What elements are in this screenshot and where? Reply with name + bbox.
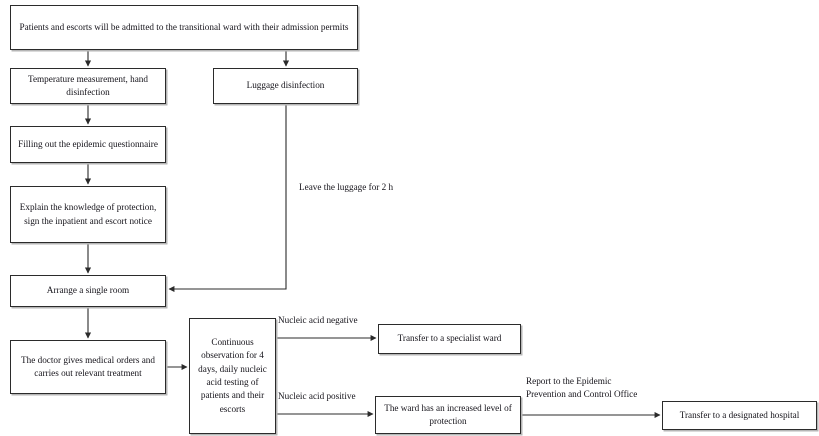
node-arrange-single-room[interactable]: Arrange a single room bbox=[10, 275, 166, 307]
node-specialist-ward[interactable]: Transfer to a specialist ward bbox=[378, 324, 521, 354]
edge-label-leave-luggage: Leave the luggage for 2 h bbox=[299, 182, 394, 192]
node-epidemic-questionnaire[interactable]: Filling out the epidemic questionnaire bbox=[10, 126, 166, 163]
node-admission[interactable]: Patients and escorts will be admitted to… bbox=[10, 5, 358, 50]
node-luggage-disinfection[interactable]: Luggage disinfection bbox=[213, 68, 358, 104]
node-continuous-observation-label: Continuous observation for 4 days, daily… bbox=[198, 336, 267, 414]
node-increased-protection[interactable]: The ward has an increased level of prote… bbox=[375, 396, 521, 434]
node-designated-hospital-label: Transfer to a designated hospital bbox=[679, 409, 800, 420]
node-specialist-ward-label: Transfer to a specialist ward bbox=[397, 333, 502, 344]
node-designated-hospital[interactable]: Transfer to a designated hospital bbox=[662, 401, 817, 430]
node-explain-protection-label: Explain the knowledge of protection, sig… bbox=[19, 202, 157, 226]
node-increased-protection-label: The ward has an increased level of prote… bbox=[384, 402, 512, 426]
node-luggage-disinfection-label: Luggage disinfection bbox=[246, 80, 325, 91]
node-doctor-medical-orders-label: The doctor gives medical orders and carr… bbox=[21, 354, 155, 378]
edge-luggage-to-single-room bbox=[168, 104, 287, 293]
node-doctor-medical-orders[interactable]: The doctor gives medical orders and carr… bbox=[10, 340, 166, 394]
edge-label-nucleic-acid-negative: Nucleic acid negative bbox=[278, 315, 358, 325]
node-explain-protection[interactable]: Explain the knowledge of protection, sig… bbox=[10, 186, 166, 243]
edge-label-report-to-epidemic-office: Report to the Epidemic Prevention and Co… bbox=[526, 376, 638, 399]
node-temperature-measurement-label: Temperature measurement, hand disinfecti… bbox=[27, 73, 148, 97]
edge-label-nucleic-acid-positive: Nucleic acid positive bbox=[278, 391, 356, 401]
node-admission-label: Patients and escorts will be admitted to… bbox=[19, 21, 349, 32]
node-epidemic-questionnaire-label: Filling out the epidemic questionnaire bbox=[18, 138, 158, 149]
node-temperature-measurement[interactable]: Temperature measurement, hand disinfecti… bbox=[10, 68, 166, 104]
node-arrange-single-room-label: Arrange a single room bbox=[46, 285, 130, 296]
node-continuous-observation[interactable]: Continuous observation for 4 days, daily… bbox=[189, 318, 276, 434]
